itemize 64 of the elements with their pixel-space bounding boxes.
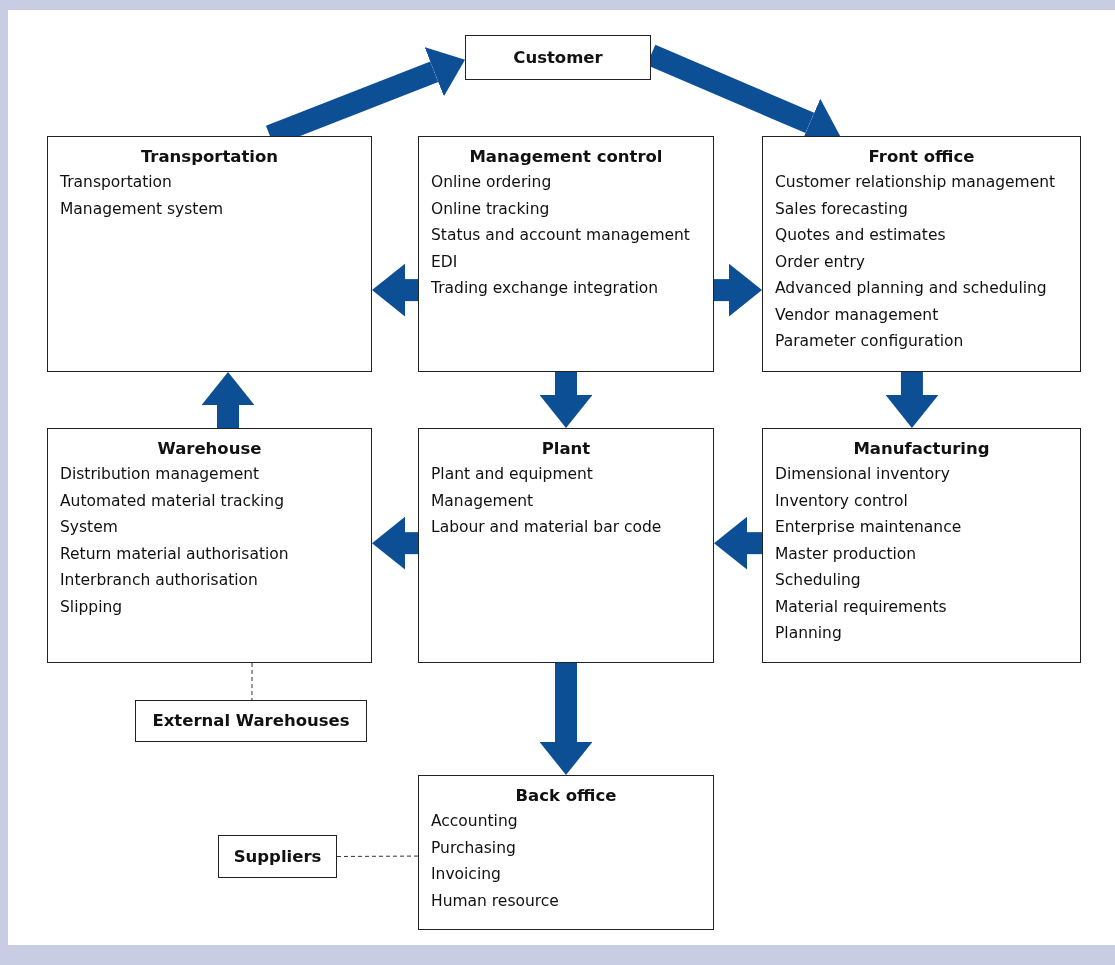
list-item: Management xyxy=(431,490,535,512)
list-item: Planning xyxy=(775,623,843,644)
process-box xyxy=(762,428,1081,663)
block-arrow xyxy=(714,263,762,317)
list-item: Order entry xyxy=(775,251,866,273)
box-heading: Warehouse xyxy=(156,438,263,460)
list-item: Interbranch authorisation xyxy=(60,570,259,591)
process-box xyxy=(47,136,372,372)
process-box xyxy=(135,700,367,742)
connector-line xyxy=(251,662,253,701)
block-arrow xyxy=(539,663,593,775)
box-heading: Transportation xyxy=(139,146,280,168)
list-item: Plant and equipment xyxy=(431,464,594,485)
list-item: Slipping xyxy=(60,596,124,618)
list-item: Enterprise maintenance xyxy=(775,517,963,538)
list-item: Inventory control xyxy=(775,490,909,512)
block-arrow xyxy=(201,372,255,428)
list-item: Online ordering xyxy=(431,172,553,193)
block-arrow xyxy=(372,516,418,570)
list-item: Material requirements xyxy=(775,596,948,618)
list-item: Vendor management xyxy=(775,304,940,326)
list-item: Distribution management xyxy=(60,464,261,485)
list-item: Purchasing xyxy=(431,837,517,859)
box-heading: Management control xyxy=(468,146,664,168)
process-box xyxy=(47,428,372,663)
list-item: Invoicing xyxy=(431,864,502,885)
process-box xyxy=(465,35,651,80)
list-item: Advanced planning and scheduling xyxy=(775,278,1048,299)
list-item: Return material authorisation xyxy=(60,543,290,565)
list-item: Automated material tracking xyxy=(60,490,285,512)
box-heading: Back office xyxy=(514,785,618,807)
list-item: Master production xyxy=(775,543,918,565)
list-item: Labour and material bar code xyxy=(431,517,663,538)
list-item: Transportation xyxy=(60,172,173,193)
list-item: Trading exchange integration xyxy=(431,278,660,299)
list-item: Quotes and estimates xyxy=(775,225,947,246)
process-box xyxy=(762,136,1081,372)
list-item: EDI xyxy=(431,251,459,273)
list-item: Dimensional inventory xyxy=(775,464,951,485)
list-item: Management system xyxy=(60,198,225,220)
block-arrow xyxy=(372,263,418,317)
list-item: Sales forecasting xyxy=(775,198,909,220)
list-item: Human resource xyxy=(431,890,560,912)
block-arrow xyxy=(714,516,762,570)
list-item: Parameter configuration xyxy=(775,331,965,352)
box-heading: Customer xyxy=(513,46,603,69)
list-item: Scheduling xyxy=(775,570,862,591)
box-heading: Plant xyxy=(540,438,592,460)
box-heading: Suppliers xyxy=(233,845,322,868)
box-heading: External Warehouses xyxy=(152,710,350,732)
block-arrow xyxy=(539,372,593,428)
list-item: Customer relationship management xyxy=(775,172,1057,193)
box-heading: Front office xyxy=(867,146,976,168)
process-box xyxy=(418,136,714,372)
list-item: Online tracking xyxy=(431,198,551,220)
connector-line xyxy=(336,855,419,857)
process-box xyxy=(418,428,714,663)
block-arrow xyxy=(885,372,939,428)
list-item: Accounting xyxy=(431,811,519,832)
process-box xyxy=(218,835,337,878)
process-box xyxy=(418,775,714,930)
list-item: Status and account management xyxy=(431,225,691,246)
box-heading: Manufacturing xyxy=(852,438,991,460)
list-item: System xyxy=(60,517,119,538)
